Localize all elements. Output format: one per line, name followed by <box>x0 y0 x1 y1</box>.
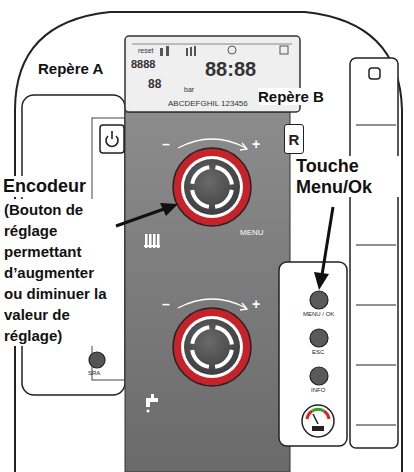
drawing-part <box>184 319 240 375</box>
lcd-digits: 88 <box>148 78 161 92</box>
drawing-part <box>181 316 243 378</box>
lcd-icons <box>132 43 292 56</box>
callout-title: Touche Menu/Ok <box>296 156 400 197</box>
drawing-part <box>369 68 380 79</box>
callout-label: Repère B <box>258 88 324 105</box>
dial-sign: – <box>162 136 170 152</box>
sra-button <box>89 352 105 368</box>
dial-sign: + <box>252 296 260 312</box>
drawing-part <box>146 398 158 407</box>
lcd-digits: 8888 <box>131 58 155 71</box>
drawing-part <box>356 304 396 305</box>
lcd-text: reset <box>138 47 154 55</box>
drawing-part <box>356 244 396 245</box>
drawing-part <box>322 207 333 275</box>
drawing-part <box>100 125 124 153</box>
drawing-part <box>310 367 328 385</box>
button-label: SRA <box>88 370 100 377</box>
rotary-encoder <box>173 148 251 226</box>
callout-title: Encodeur <box>3 176 86 197</box>
drawing-part <box>151 394 154 398</box>
drawing-part <box>279 262 347 446</box>
drawing-part <box>160 48 163 56</box>
button-letter: R <box>289 131 300 148</box>
drawing-part <box>314 272 329 290</box>
knob-label: MENU <box>240 228 264 237</box>
leader-arrows <box>116 203 333 290</box>
drawing-part <box>356 424 396 425</box>
drawing-part <box>356 364 396 365</box>
callout-note: (Bouton de réglage permettant d’augmente… <box>4 199 108 346</box>
drawing-part <box>132 43 292 45</box>
lcd-text: bar <box>184 86 194 94</box>
drawing-part <box>310 329 328 347</box>
rotation-arrows <box>178 139 247 310</box>
dial-sign: – <box>162 296 170 312</box>
button-label: MENU / OK <box>303 311 334 318</box>
drawing-part <box>160 203 178 216</box>
drawing-part <box>173 148 251 226</box>
drawing-part <box>181 156 243 218</box>
tap-icon <box>146 394 158 413</box>
button-panel <box>279 262 347 446</box>
drawing-part <box>307 411 312 419</box>
drawing-part <box>144 245 160 247</box>
drawing-part <box>147 410 150 413</box>
drawing-part <box>310 291 328 309</box>
drawing-part <box>116 209 164 226</box>
drawing-part <box>89 352 105 368</box>
radiator-icon <box>144 234 160 248</box>
drawing-part <box>350 58 398 448</box>
drawing-part <box>312 426 324 431</box>
drawing-part <box>178 299 246 308</box>
drawing-part <box>280 46 288 54</box>
rotary-knob <box>173 308 251 386</box>
drawing-part <box>111 131 113 139</box>
drawing-part <box>192 167 232 207</box>
drawing-part <box>324 411 329 419</box>
drawing-part <box>173 308 251 386</box>
control-panel <box>125 112 290 472</box>
drawing-part <box>192 327 232 367</box>
drawing-part <box>302 405 334 437</box>
drawing-part <box>186 48 188 56</box>
lcd-digits: 88:88 <box>205 58 256 81</box>
power-button <box>100 125 124 153</box>
drawing-part <box>184 159 240 215</box>
drawing-part <box>190 47 192 56</box>
drawing-part <box>228 46 236 54</box>
button-label: ESC <box>312 349 324 356</box>
drawing-part <box>240 303 247 310</box>
lcd-text: ABCDEFGHIL 123456 <box>168 99 248 108</box>
drawing-part <box>178 139 246 148</box>
callout-label: Repère A <box>38 60 103 77</box>
pressure-gauge <box>302 405 334 437</box>
dial-sign: + <box>252 136 260 152</box>
drawing-part <box>356 124 396 125</box>
button-label: INFO <box>311 387 325 394</box>
drawing-part <box>312 409 324 411</box>
drawing-part <box>194 46 196 56</box>
drawing-part <box>166 46 169 56</box>
reset-button: R <box>284 124 304 154</box>
drawing-part <box>313 414 318 424</box>
drawing-part <box>240 143 247 150</box>
